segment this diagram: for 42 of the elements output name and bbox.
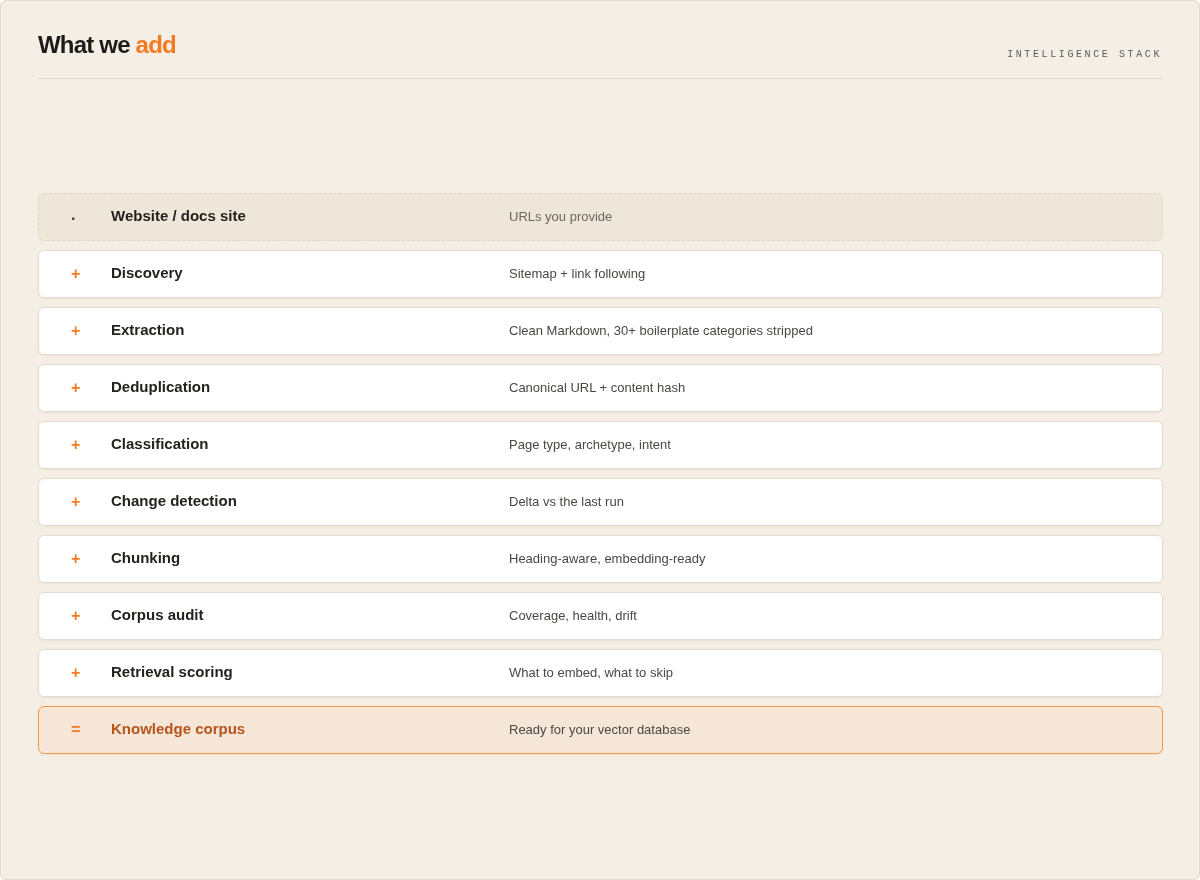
step-description: What to embed, what to skip [509, 664, 674, 681]
step-marker: . [71, 205, 76, 225]
step-row [38, 535, 1163, 583]
page-title: What we add [38, 31, 176, 59]
step-description: URLs you provide [509, 208, 613, 225]
step-description: Clean Markdown, 30+ boilerplate categories stripped [509, 322, 813, 339]
step-row [38, 649, 1163, 697]
section-label: INTELLIGENCE STACK [1007, 49, 1162, 60]
step-marker: = [71, 720, 81, 740]
step-marker: + [71, 264, 81, 284]
step-name: Deduplication [111, 378, 211, 396]
step-name: Discovery [111, 264, 183, 282]
step-row [38, 307, 1163, 355]
step-description: Canonical URL + content hash [509, 379, 686, 396]
result-row [38, 706, 1163, 754]
step-marker: + [71, 492, 81, 512]
step-name: Change detection [111, 492, 237, 510]
step-marker: + [71, 435, 81, 455]
step-name: Corpus audit [111, 606, 204, 624]
step-row [38, 364, 1163, 412]
step-row [38, 250, 1163, 298]
step-name: Extraction [111, 321, 185, 339]
step-name: Knowledge corpus [111, 720, 246, 738]
source-row [38, 193, 1163, 241]
step-name: Website / docs site [111, 207, 246, 225]
step-description: Heading-aware, embedding-ready [509, 550, 706, 567]
step-name: Chunking [111, 549, 181, 567]
step-description: Sitemap + link following [509, 265, 646, 282]
step-name: Classification [111, 435, 209, 453]
step-row [38, 478, 1163, 526]
step-description: Ready for your vector database [509, 721, 691, 738]
step-description: Delta vs the last run [509, 493, 624, 510]
step-marker: + [71, 549, 81, 569]
step-row [38, 421, 1163, 469]
step-name: Retrieval scoring [111, 663, 233, 681]
step-marker: + [71, 378, 81, 398]
step-row [38, 592, 1163, 640]
step-description: Coverage, health, drift [509, 607, 637, 624]
step-marker: + [71, 606, 81, 626]
step-description: Page type, archetype, intent [509, 436, 671, 453]
step-marker: + [71, 321, 81, 341]
step-marker: + [71, 663, 81, 683]
